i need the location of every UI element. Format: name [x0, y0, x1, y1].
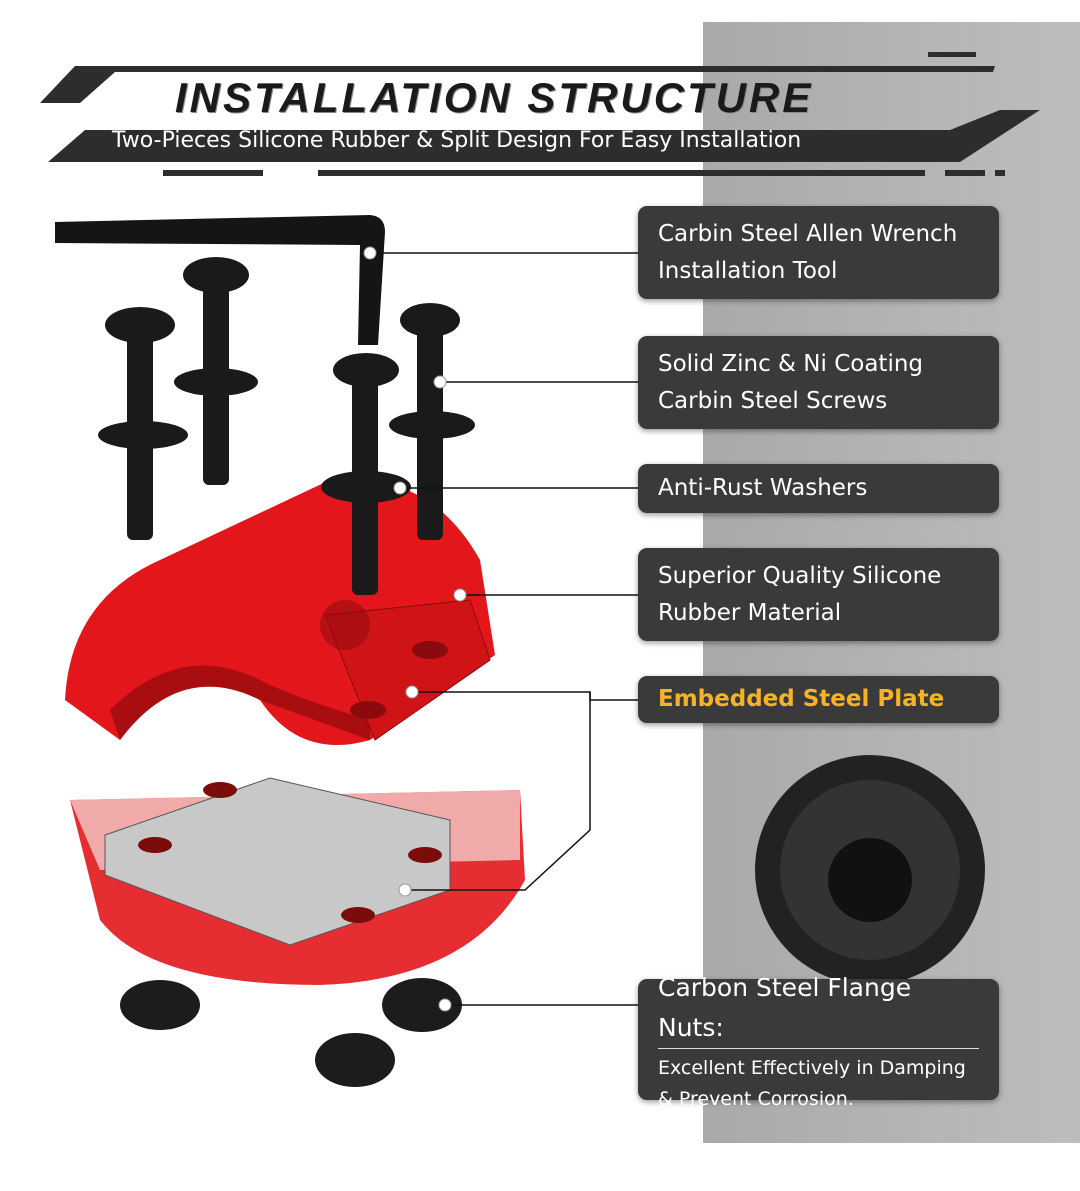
callout-leader-lines [370, 252, 638, 1006]
callout-text: Rubber Material [658, 599, 842, 626]
callout-text: Installation Tool [658, 257, 838, 284]
callout-text: Anti-Rust Washers [658, 475, 868, 501]
callout-text: Embedded Steel Plate [658, 686, 945, 712]
callout-title: Carbon Steel Flange Nuts: [658, 968, 979, 1049]
callout-text: Solid Zinc & Ni Coating [658, 350, 924, 377]
callout-flange-nuts: Carbon Steel Flange Nuts: Excellent Effe… [638, 973, 999, 1110]
header-bars [40, 52, 1040, 176]
allen-wrench [55, 215, 385, 345]
callout-screws: Solid Zinc & Ni Coating Carbin Steel Scr… [638, 336, 999, 429]
callout-silicone-rubber: Superior Quality Silicone Rubber Materia… [638, 548, 999, 641]
page-subtitle: Two-Pieces Silicone Rubber & Split Desig… [112, 128, 802, 153]
callout-text: & Prevent Corrosion. [658, 1088, 854, 1110]
flange-nuts [120, 755, 985, 1087]
callout-washers: Anti-Rust Washers [638, 464, 999, 513]
callout-text: Superior Quality Silicone [658, 562, 942, 589]
callout-allen-wrench: Carbin Steel Allen Wrench Installation T… [638, 206, 999, 299]
callout-steel-plate: Embedded Steel Plate [638, 676, 999, 723]
callout-text: Carbin Steel Screws [658, 387, 888, 414]
callout-text: Excellent Effectively in Damping [658, 1057, 966, 1079]
screws [98, 257, 475, 595]
callout-text: Carbin Steel Allen Wrench [658, 220, 958, 247]
page-title: INSTALLATION STRUCTURE [175, 74, 814, 121]
